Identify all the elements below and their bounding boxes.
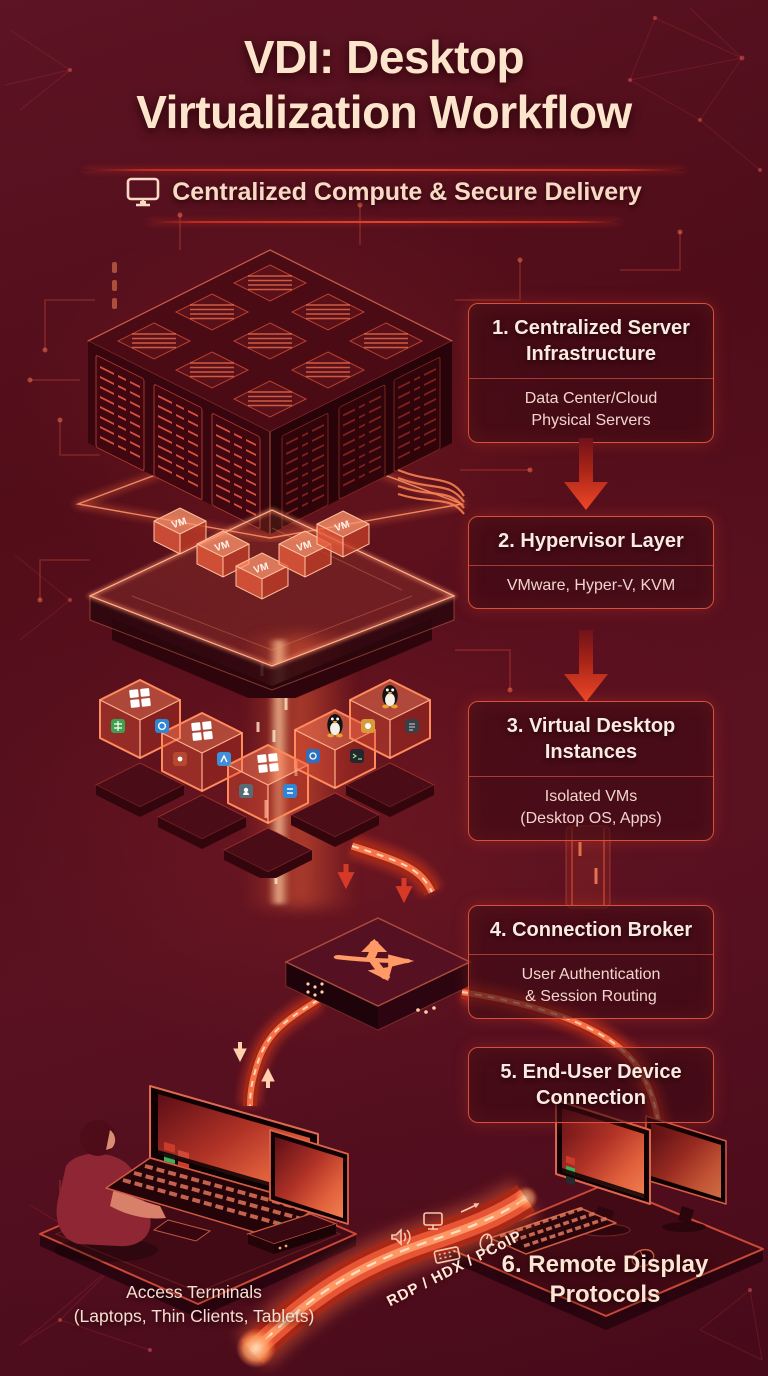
step-2-subtitle: VMware, Hyper-V, KVM (469, 565, 713, 608)
pipe-broker-to-laptop (233, 990, 324, 1107)
circuit-traces (30, 205, 681, 1231)
arrow-icon (460, 1203, 480, 1213)
mouse-illustration (631, 1248, 655, 1268)
keyboard-icon (433, 1246, 461, 1264)
access-terminals-illustration (39, 1085, 357, 1318)
thin-client-illustration (246, 1213, 338, 1254)
flow-arrow-down (564, 630, 608, 702)
pipe-end-glow (514, 1186, 538, 1210)
hypervisor-slab-edge (88, 509, 456, 667)
step-4-title: 4. Connection Broker (489, 919, 693, 941)
broker-front-shade (286, 962, 378, 1030)
server-cables (397, 468, 465, 515)
page-title: VDI: Desktop Virtualization Workflow (0, 30, 768, 140)
vm-label: VM (333, 519, 351, 534)
speaker-icon (391, 1228, 411, 1246)
access-terminals-caption: Access Terminals (Laptops, Thin Clients,… (73, 1282, 315, 1326)
step-2-title: 2. Hypervisor Layer (498, 530, 684, 552)
step-6-label: 6. Remote Display Protocols (501, 1251, 709, 1308)
laptop-trackpad (152, 1219, 212, 1242)
hypervisor-illustration: VM VM VM VM VM (86, 507, 458, 698)
protocol-icons (391, 1203, 493, 1264)
step-2-box: 2. Hypervisor Layer VMware, Hyper-V, KVM (468, 516, 714, 609)
vm-label: VM (213, 539, 231, 554)
mouse-icon (479, 1233, 493, 1251)
protocol-pipe (236, 1178, 540, 1369)
hypervisor-base-slab (112, 618, 432, 698)
step-5-box: 5. End-User Device Connection (468, 1047, 714, 1123)
glow-dot-columns (112, 262, 117, 309)
step-3-subtitle: Isolated VMs (Desktop OS, Apps) (469, 776, 713, 840)
monitor-secondary-illustration (645, 1115, 727, 1232)
step-1-subtitle: Data Center/Cloud Physical Servers (469, 378, 713, 442)
step-4-subtitle: User Authentication & Session Routing (469, 954, 713, 1018)
vm-label: VM (170, 516, 188, 531)
plexus-nodes (58, 16, 762, 1352)
step-3-title: 3. Virtual Desktop Instances (506, 715, 676, 763)
monitor-icon (126, 177, 160, 207)
connector-step3-step4 (565, 825, 611, 909)
step-4-box: 4. Connection Broker User Authentication… (468, 905, 714, 1020)
vm-cube-group: VM VM VM VM VM (153, 507, 370, 600)
pipe-end-glow (236, 1328, 276, 1368)
virtual-desktop-instances-illustration (95, 679, 435, 878)
page-title-line1: VDI: Desktop (243, 31, 525, 83)
subtitle-row: Centralized Compute & Secure Delivery (0, 177, 768, 207)
monitor-icon (423, 1212, 443, 1230)
pipe-vm-to-broker (348, 834, 443, 898)
header-divider-top (84, 169, 684, 171)
connection-broker-illustration (284, 917, 472, 1031)
flow-arrow-down (564, 438, 608, 510)
broker-led-dots (306, 982, 436, 1014)
step-1-box: 1. Centralized Server Infrastructure Dat… (468, 303, 714, 444)
app-icons (111, 719, 419, 798)
server-infrastructure-illustration (72, 249, 468, 540)
vm-label: VM (295, 539, 313, 554)
page-subtitle: Centralized Compute & Secure Delivery (172, 177, 642, 206)
step-5-title: 5. End-User Device Connection (500, 1061, 682, 1109)
step-3-box: 3. Virtual Desktop Instances Isolated VM… (468, 701, 714, 842)
page-title-line2: Virtualization Workflow (136, 86, 632, 139)
vm-label: VM (252, 561, 270, 576)
header-divider-bottom (148, 221, 620, 223)
step-1-title: 1. Centralized Server Infrastructure (492, 317, 690, 365)
branch-arrows-icon (333, 938, 415, 981)
